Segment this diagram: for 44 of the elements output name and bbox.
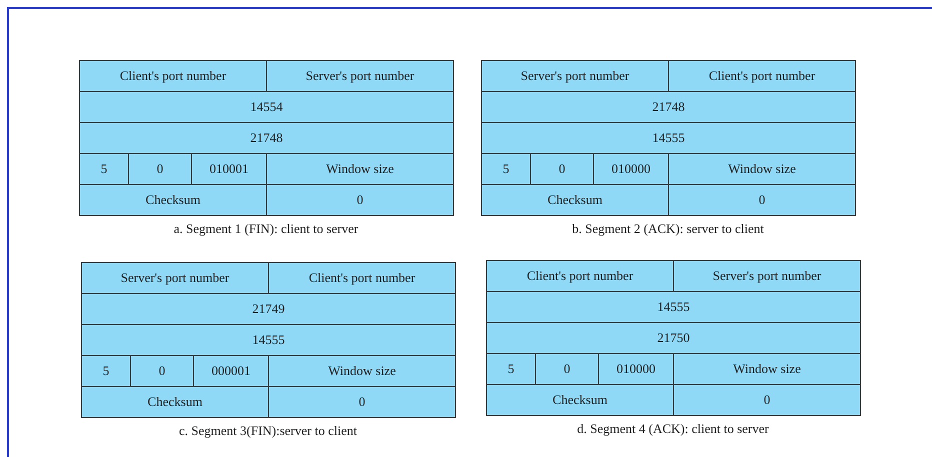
table-cell: Window size	[673, 353, 861, 385]
table-cell: 5	[81, 355, 131, 387]
table-cell: Client's port number	[486, 260, 674, 292]
table-cell: 14555	[81, 324, 456, 356]
figure-caption: c. Segment 3(FIN):server to client	[178, 423, 358, 439]
table-cell: 0	[535, 353, 599, 385]
table-cell: 010001	[191, 153, 267, 185]
table-cell: 0	[268, 386, 456, 418]
table-cell: Server's port number	[266, 60, 454, 92]
table-cell: 21748	[481, 91, 856, 123]
table-cell: Client's port number	[668, 60, 856, 92]
table-cell: Window size	[268, 355, 456, 387]
table-cell: 14554	[79, 91, 454, 123]
table-cell: Window size	[266, 153, 454, 185]
table-cell: 14555	[486, 291, 861, 323]
table-cell: 010000	[598, 353, 674, 385]
table-cell: 21748	[79, 122, 454, 154]
table-cell: 21749	[81, 293, 456, 325]
figure-caption: d. Segment 4 (ACK): client to server	[576, 421, 770, 437]
table-cell: Server's port number	[81, 262, 269, 294]
table-cell: Client's port number	[79, 60, 267, 92]
table-cell: Server's port number	[481, 60, 669, 92]
table-cell: 0	[266, 184, 454, 216]
table-cell: 0	[130, 355, 194, 387]
table-cell: 0	[530, 153, 594, 185]
table-cell: 0	[673, 384, 861, 416]
figure-caption: a. Segment 1 (FIN): client to server	[172, 221, 360, 237]
table-cell: 0	[128, 153, 192, 185]
table-cell: 21750	[486, 322, 861, 354]
table-cell: 010000	[593, 153, 669, 185]
table-cell: Checksum	[79, 184, 267, 216]
table-cell: Checksum	[481, 184, 669, 216]
table-cell: Checksum	[486, 384, 674, 416]
table-cell: 14555	[481, 122, 856, 154]
table-cell: Checksum	[81, 386, 269, 418]
table-cell: Window size	[668, 153, 856, 185]
table-cell: Server's port number	[673, 260, 861, 292]
table-cell: 5	[486, 353, 536, 385]
table-cell: 0	[668, 184, 856, 216]
figure-caption: b. Segment 2 (ACK): server to client	[571, 221, 765, 237]
table-cell: 5	[481, 153, 531, 185]
table-cell: Client's port number	[268, 262, 456, 294]
table-cell: 000001	[193, 355, 269, 387]
table-cell: 5	[79, 153, 129, 185]
